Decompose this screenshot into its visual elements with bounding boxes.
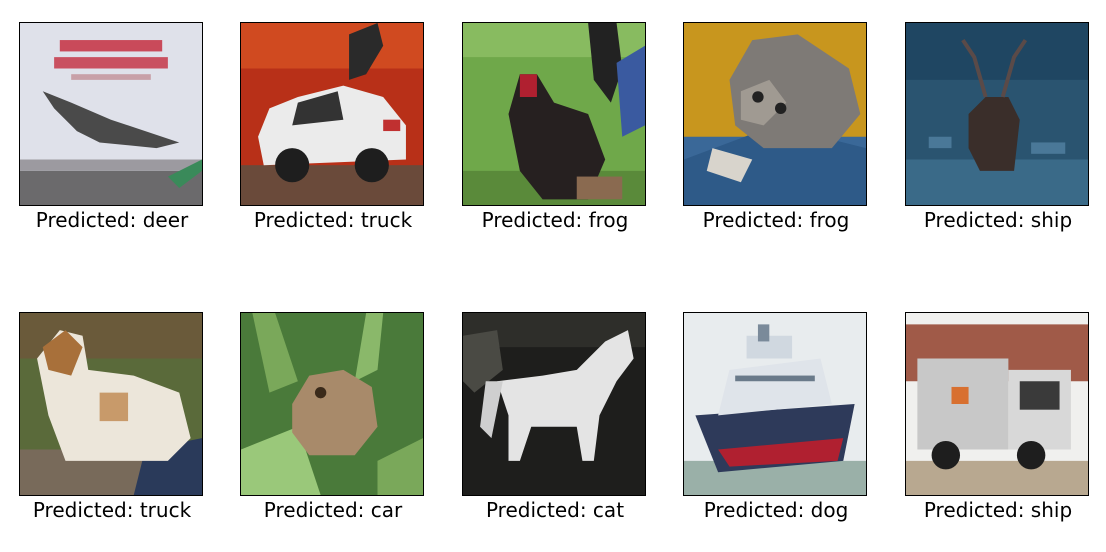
sample-image-deer bbox=[905, 22, 1089, 206]
bird-image bbox=[463, 23, 645, 205]
prediction-label: Predicted: truck bbox=[253, 208, 413, 232]
horse-image bbox=[463, 313, 645, 495]
deer-image bbox=[906, 23, 1088, 205]
prediction-label: Predicted: deer bbox=[35, 208, 189, 232]
prediction-label: Predicted: ship bbox=[923, 498, 1073, 522]
image-cell-7: Predicted: car bbox=[223, 312, 433, 552]
ship-image bbox=[684, 313, 866, 495]
sample-image-cat bbox=[683, 22, 867, 206]
sample-image-horse bbox=[462, 312, 646, 496]
sample-image-ship bbox=[683, 312, 867, 496]
image-cell-10: Predicted: ship bbox=[888, 312, 1098, 552]
prediction-label: Predicted: frog bbox=[702, 208, 850, 232]
prediction-label: Predicted: truck bbox=[32, 498, 192, 522]
frog-image bbox=[241, 313, 423, 495]
car-image bbox=[241, 23, 423, 205]
sample-image-frog bbox=[240, 312, 424, 496]
image-cell-1: Predicted: deer bbox=[2, 22, 212, 262]
sample-image-dog bbox=[19, 312, 203, 496]
prediction-label: Predicted: car bbox=[263, 498, 403, 522]
prediction-label: Predicted: ship bbox=[923, 208, 1073, 232]
image-cell-6: Predicted: truck bbox=[2, 312, 212, 552]
image-cell-5: Predicted: ship bbox=[888, 22, 1098, 262]
image-cell-3: Predicted: frog bbox=[445, 22, 655, 262]
sample-image-car bbox=[240, 22, 424, 206]
prediction-label: Predicted: frog bbox=[481, 208, 629, 232]
sample-image-truck bbox=[905, 312, 1089, 496]
cat-image bbox=[684, 23, 866, 205]
prediction-label: Predicted: dog bbox=[703, 498, 849, 522]
image-cell-8: Predicted: cat bbox=[445, 312, 655, 552]
image-cell-4: Predicted: frog bbox=[666, 22, 876, 262]
sample-image-bird bbox=[462, 22, 646, 206]
truck-image bbox=[906, 313, 1088, 495]
sample-image-airplane bbox=[19, 22, 203, 206]
prediction-label: Predicted: cat bbox=[485, 498, 625, 522]
airplane-image bbox=[20, 23, 202, 205]
image-cell-2: Predicted: truck bbox=[223, 22, 433, 262]
image-cell-9: Predicted: dog bbox=[666, 312, 876, 552]
dog-image bbox=[20, 313, 202, 495]
